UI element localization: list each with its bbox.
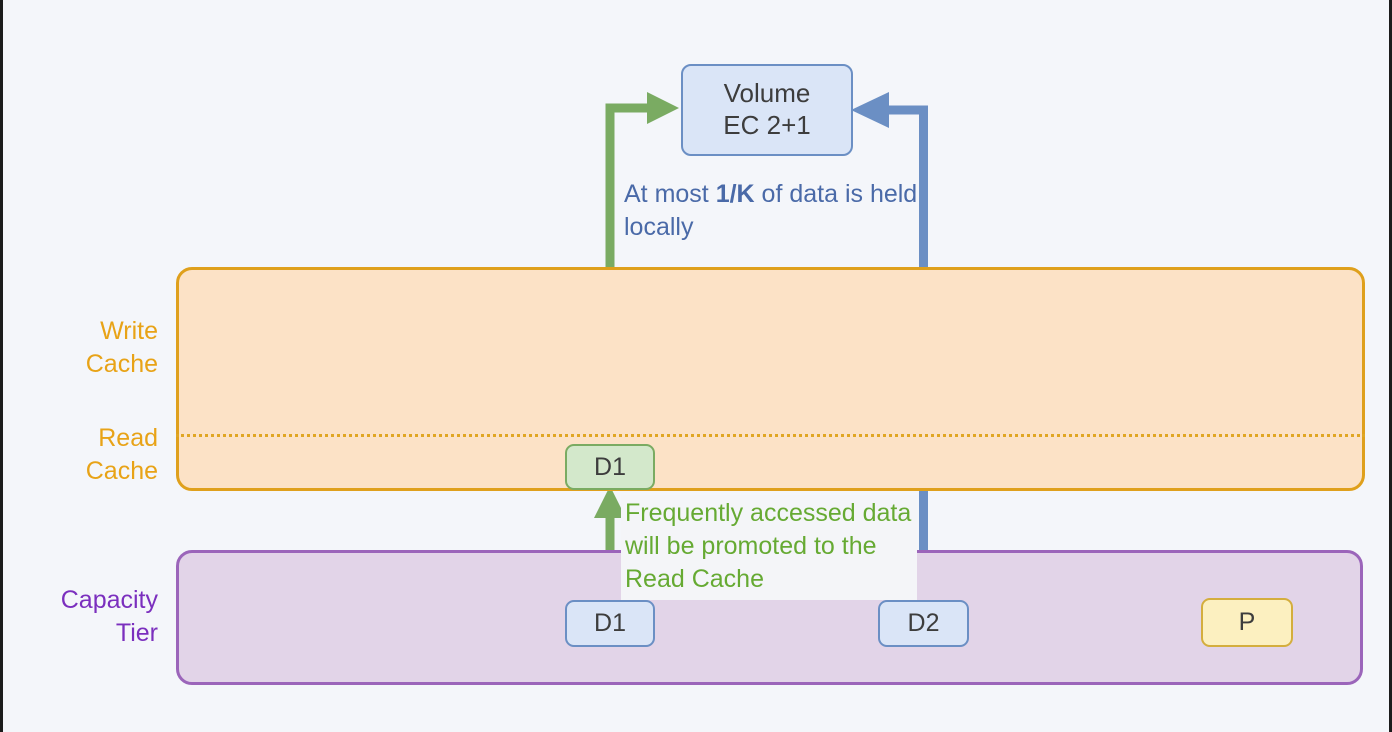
capacity-tier-label-line2: Tier [115, 619, 158, 647]
read-cache-label-line1: Read [98, 424, 158, 452]
chunk-d1-capacity[interactable]: D1 [565, 600, 655, 647]
locality-annotation: At most 1/K of data is held locally [624, 178, 924, 244]
cache-divider-line [176, 434, 1365, 437]
write-cache-label: Write Cache [3, 315, 158, 381]
chunk-parity-capacity[interactable]: P [1201, 598, 1293, 647]
volume-scheme: EC 2+1 [723, 110, 811, 140]
write-cache-label-line1: Write [100, 317, 158, 345]
chunk-d2-capacity[interactable]: D2 [878, 600, 969, 647]
capacity-tier-label: Capacity Tier [3, 584, 158, 650]
volume-node[interactable]: Volume EC 2+1 [681, 64, 853, 156]
read-cache-label: Read Cache [3, 422, 158, 488]
volume-title: Volume [723, 78, 811, 109]
locality-emphasis: 1/K [715, 180, 755, 208]
read-cache-label-line2: Cache [85, 457, 158, 485]
chunk-d1-read-cache[interactable]: D1 [565, 444, 655, 490]
capacity-tier-label-line1: Capacity [60, 586, 158, 614]
cache-tier-box [176, 267, 1365, 491]
locality-prefix: At most [624, 180, 716, 208]
write-cache-label-line2: Cache [85, 350, 158, 378]
promotion-annotation: Frequently accessed data will be promote… [621, 495, 917, 600]
